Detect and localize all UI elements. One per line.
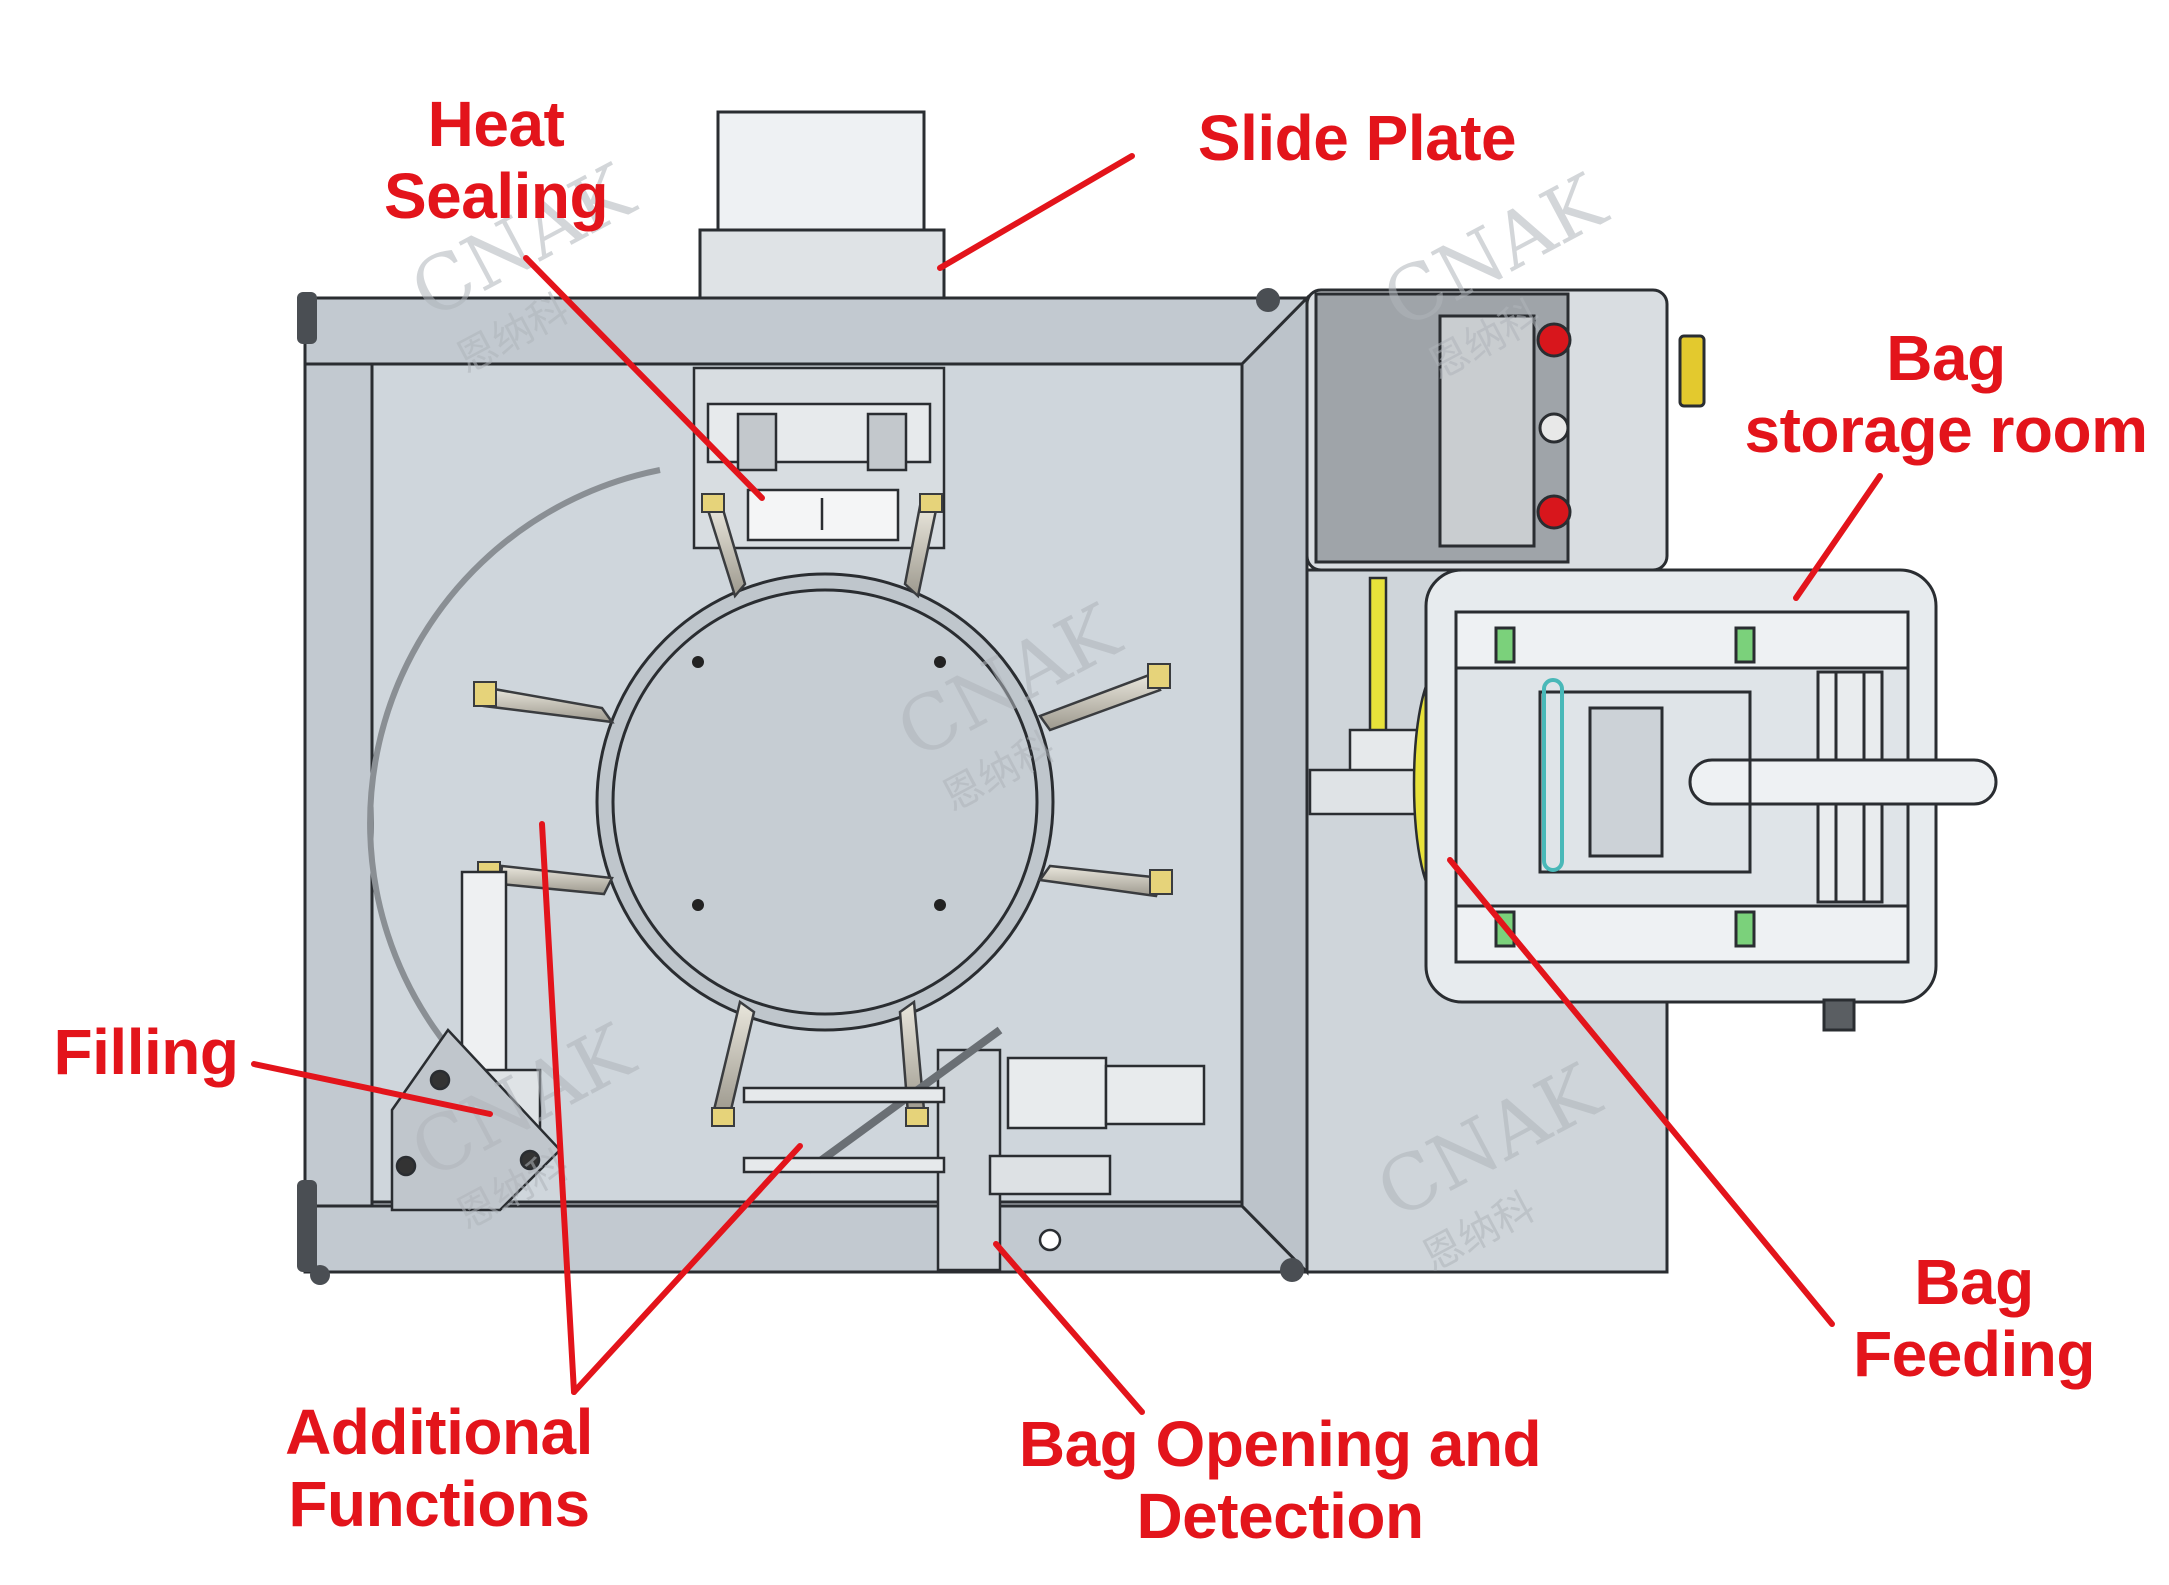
arc-guide: [367, 467, 661, 1103]
label-bag-storage-room: Bag storage room: [1736, 322, 2156, 466]
label-filling: Filling: [46, 1016, 246, 1088]
leader-bag-opening: [993, 1241, 1145, 1415]
leader-additional-1: [539, 821, 577, 1395]
leader-bag-storage: [1793, 473, 1883, 601]
bag-opening-station: [742, 1026, 1206, 1272]
label-filling-line1: Filling: [53, 1016, 239, 1088]
heat-sealing-station: [692, 366, 946, 550]
rotary-table: [595, 572, 1055, 1032]
label-additional-functions: Additional Functions: [276, 1396, 602, 1540]
control-cabinet: [1305, 288, 1706, 572]
label-bag-opening-detection: Bag Opening and Detection: [1010, 1408, 1550, 1552]
slide-plate-chute: [698, 110, 946, 300]
label-bag-feeding-line1: Bag: [1914, 1246, 2034, 1318]
label-bag-storage-line2: storage room: [1744, 394, 2148, 466]
label-heat-sealing-line1: Heat: [427, 88, 565, 160]
label-additional-line1: Additional: [285, 1396, 593, 1468]
label-bag-feeding-line2: Feeding: [1853, 1318, 2095, 1390]
label-bag-storage-line1: Bag: [1886, 322, 2006, 394]
leader-additional-2: [571, 1143, 803, 1395]
label-slide-plate-line1: Slide Plate: [1197, 102, 1517, 174]
filling-station: [390, 870, 562, 1212]
gripper-arms: [482, 504, 1164, 1116]
label-heat-sealing: Heat Sealing: [376, 88, 616, 232]
bag-storage-room: [1424, 568, 1998, 1032]
leader-filling: [251, 1061, 493, 1117]
leader-heat-sealing: [523, 255, 765, 501]
label-slide-plate: Slide Plate: [1190, 102, 1524, 174]
label-bag-opening-line2: Detection: [1136, 1480, 1424, 1552]
label-additional-line2: Functions: [288, 1468, 590, 1540]
leader-bag-feeding: [1447, 857, 1835, 1327]
leader-slide-plate: [937, 153, 1135, 271]
label-bag-feeding: Bag Feeding: [1842, 1246, 2106, 1390]
label-bag-opening-line1: Bag Opening and: [1018, 1408, 1542, 1480]
leader-lines: [251, 153, 1883, 1415]
label-heat-sealing-line2: Sealing: [383, 160, 609, 232]
frame-casters: [297, 288, 1304, 1285]
